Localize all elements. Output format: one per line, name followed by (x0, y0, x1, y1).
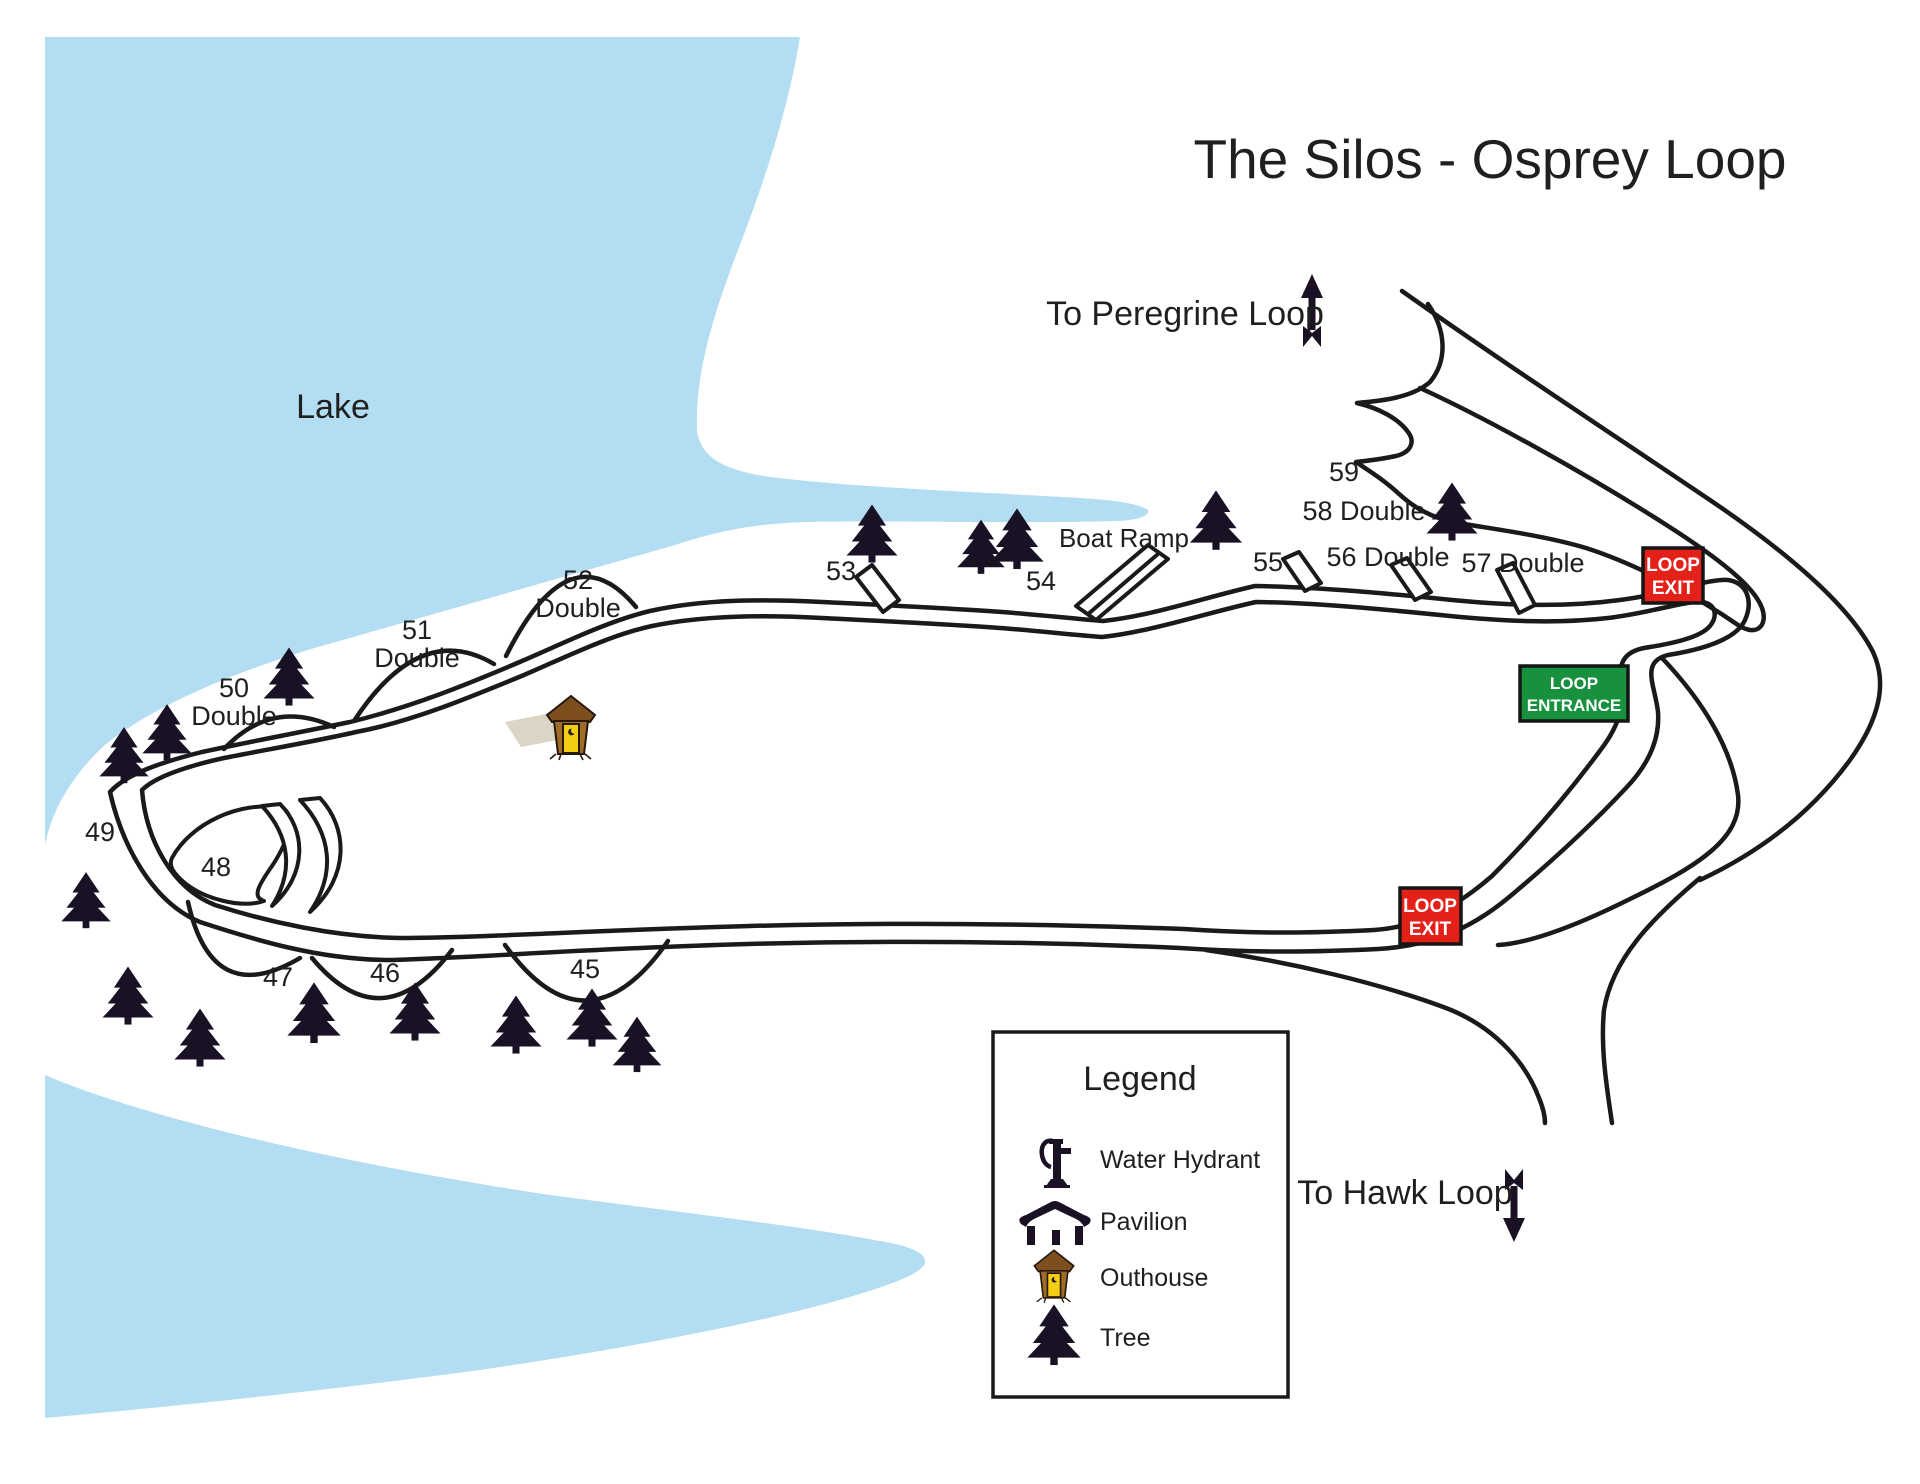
peregrine-direction-label: To Peregrine Loop (1046, 295, 1324, 333)
bulge-site-47 (185, 899, 303, 977)
site-57-label: 57 Double (1461, 548, 1584, 578)
sign-loop-exit-ne-line1: LOOP (1646, 555, 1700, 576)
tree-icon (490, 995, 542, 1054)
boat-ramp-label: Boat Ramp (1059, 523, 1189, 553)
site-58-label: 58 Double (1302, 496, 1425, 526)
legend-item-pavilion: Pavilion (1019, 1201, 1188, 1245)
site-48-chevron-1 (260, 802, 302, 908)
legend-title: Legend (1083, 1060, 1196, 1098)
site-48-island (168, 796, 343, 914)
sign-loop-exit-s-line1: LOOP (1403, 896, 1457, 917)
legend-item-label: Water Hydrant (1100, 1146, 1260, 1174)
site-47-label: 47 (263, 962, 293, 992)
tree-icon (287, 982, 341, 1044)
lake-shape-main (45, 37, 1149, 845)
site-45-label: 45 (570, 954, 600, 984)
legend-item-label: Tree (1100, 1324, 1150, 1352)
site-50-label2: Double (191, 701, 277, 731)
bulge-site-51 (351, 648, 497, 724)
spur-site-57 (1495, 561, 1537, 615)
site-labels: 45 46 47 48 49 50 Double 51 Double 52 Do… (85, 457, 1585, 992)
tree-icon (612, 1016, 662, 1073)
site-46-label: 46 (370, 958, 400, 988)
site-56-label: 56 Double (1326, 542, 1449, 572)
tree-icon (61, 872, 111, 929)
outhouse-icon (546, 695, 596, 761)
boat-ramp-spur (1074, 543, 1170, 622)
site-52-label2: Double (535, 593, 621, 623)
spur-site-56 (1389, 556, 1433, 602)
campsite-bulges (185, 574, 671, 1003)
lake-shape-south (45, 1075, 926, 1418)
hawk-direction-label: To Hawk Loop (1297, 1174, 1512, 1212)
bulge-site-52 (503, 574, 639, 659)
site-53-label: 53 (826, 556, 856, 586)
site-48-label: 48 (201, 852, 231, 882)
site-49-label: 49 (85, 817, 115, 847)
sign-loop-exit-s: LOOP EXIT (1398, 886, 1463, 946)
legend-item-label: Outhouse (1100, 1264, 1208, 1292)
tree-icon (389, 982, 441, 1041)
campsite-spurs (854, 543, 1537, 622)
spur-site-55 (1281, 550, 1323, 593)
legend-item-tree: Tree (1027, 1304, 1150, 1366)
sign-loop-entrance-line1: LOOP (1550, 674, 1598, 693)
legend: Legend Water Hydrant Pavilion Outhouse T… (991, 1030, 1290, 1399)
site-48-chevron-2 (298, 796, 343, 914)
main-loop-outer-edge (107, 577, 1751, 963)
bulge-site-46 (309, 947, 455, 1001)
site-50-label: 50 (219, 673, 249, 703)
hawk-road-east-edge (1600, 875, 1703, 1126)
sign-loop-exit-ne: LOOP EXIT (1641, 546, 1705, 605)
access-road-outer-edge (1399, 288, 1883, 883)
legend-item-outhouse: Outhouse (1033, 1249, 1208, 1304)
map-outhouse (505, 695, 596, 761)
site-51-label: 51 (402, 615, 432, 645)
hawk-road-west-edge (1203, 947, 1548, 1126)
page-title: The Silos - Osprey Loop (1193, 128, 1786, 190)
spur-site-53 (854, 563, 901, 614)
tree-icon (1189, 490, 1243, 550)
site-54-label: 54 (1026, 566, 1056, 596)
lake (45, 37, 1149, 1418)
lake-label: Lake (296, 388, 370, 426)
exit-road-east-edge (1495, 655, 1741, 948)
tree-icon (102, 966, 154, 1025)
tree-icon (174, 1008, 226, 1067)
site-59-label: 59 (1329, 457, 1359, 487)
site-51-label2: Double (374, 643, 460, 673)
bulge-site-50 (221, 714, 337, 752)
site-55-label: 55 (1253, 547, 1283, 577)
sign-loop-exit-s-line2: EXIT (1409, 919, 1452, 940)
legend-item-label: Pavilion (1100, 1208, 1188, 1236)
sign-loop-entrance-line2: ENTRANCE (1527, 696, 1621, 715)
sign-loop-entrance: LOOP ENTRANCE (1518, 664, 1630, 723)
site-48-teardrop (168, 804, 292, 906)
roads (107, 288, 1883, 1126)
tree-icon (1426, 482, 1478, 541)
site-52-label: 52 (563, 565, 593, 595)
legend-item-water-hydrant: Water Hydrant (1042, 1139, 1260, 1188)
sign-loop-exit-ne-line2: EXIT (1652, 578, 1695, 599)
